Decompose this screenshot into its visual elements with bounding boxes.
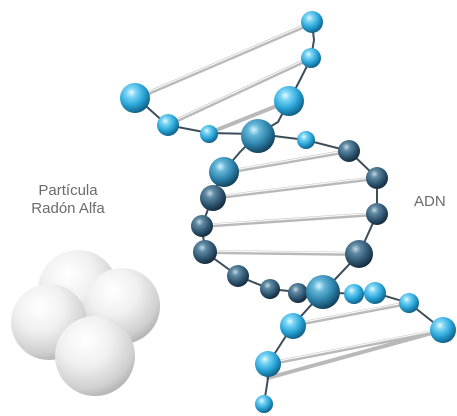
nucleotide <box>193 240 217 264</box>
alpha-particle-label-line1: Partícula <box>38 182 98 199</box>
base-pair-rung <box>291 301 411 327</box>
nucleotide <box>301 48 321 68</box>
alpha-particle-label: Partícula Radón Alfa <box>18 182 118 218</box>
alpha-particle-label-line2: Radón Alfa <box>31 200 105 217</box>
base-pair-rung <box>135 21 314 100</box>
nucleotide <box>288 283 308 303</box>
rung-highlights <box>136 21 444 364</box>
alpha-particle-sphere <box>55 316 135 396</box>
nucleotide <box>255 351 281 377</box>
nucleotide <box>241 119 275 153</box>
alpha-particle <box>11 250 160 396</box>
nucleotide <box>366 203 388 225</box>
base-pair-rung <box>165 56 313 127</box>
nucleotide <box>306 275 340 309</box>
nucleotide <box>345 240 373 268</box>
nucleotide <box>200 125 218 143</box>
base-pair-rung <box>266 328 445 380</box>
nucleotide <box>209 157 239 187</box>
nucleotides <box>120 11 456 413</box>
base-pair-rung <box>220 149 351 175</box>
base-pair-rung <box>266 328 445 366</box>
nucleotide <box>364 282 386 304</box>
nucleotide <box>191 215 213 237</box>
base-pair-rung <box>203 250 361 256</box>
nucleotide <box>297 131 315 149</box>
nucleotide <box>255 395 273 413</box>
base-pair-rung <box>200 212 379 228</box>
nucleotide <box>260 279 280 299</box>
nucleotide <box>344 284 364 304</box>
nucleotide <box>120 83 150 113</box>
nucleotide <box>274 86 304 116</box>
nucleotide <box>157 114 179 136</box>
nucleotide <box>399 293 419 313</box>
base-pair-rung <box>210 176 379 200</box>
nucleotide <box>227 265 249 287</box>
nucleotide <box>338 140 360 162</box>
nucleotide <box>430 317 456 343</box>
nucleotide <box>200 185 226 211</box>
nucleotide <box>301 11 323 33</box>
nucleotide <box>366 167 388 189</box>
nucleotide <box>280 313 306 339</box>
dna-label: ADN <box>414 193 446 210</box>
